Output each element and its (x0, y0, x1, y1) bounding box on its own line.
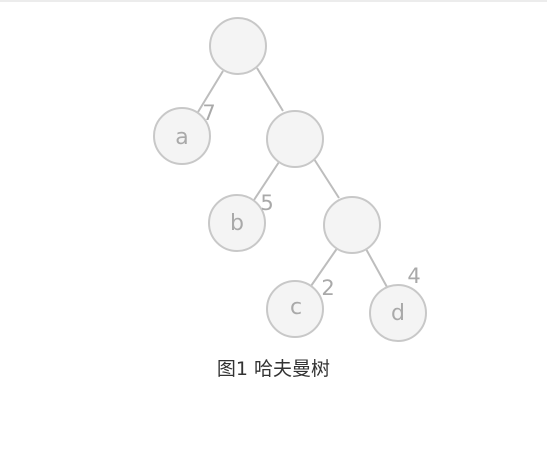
node-label-c: c (290, 295, 302, 320)
edge-internal-2-c (310, 246, 339, 287)
weight-labels: 7 5 2 4 (202, 101, 420, 300)
weight-label-b: 5 (260, 191, 273, 215)
edge-internal-1-internal-2 (313, 158, 340, 199)
leaf-node-b (208, 194, 266, 252)
leaf-node-a (153, 107, 211, 165)
node-label-a: a (175, 125, 188, 150)
edge-root-a (197, 70, 224, 113)
leaf-node-d (369, 284, 427, 342)
edge-root-internal-1 (256, 67, 284, 112)
tree-edges (197, 67, 388, 288)
top-divider (0, 0, 547, 2)
node-labels: a b c d (175, 125, 405, 326)
huffman-tree-diagram: a b c d 7 5 2 4 (153, 17, 427, 342)
internal-node-2 (323, 196, 381, 254)
node-label-d: d (391, 301, 405, 326)
figure-caption: 图1 哈夫曼树 (216, 358, 331, 380)
weight-label-c: 2 (321, 276, 334, 300)
weight-label-d: 4 (407, 264, 420, 288)
edge-internal-1-b (253, 161, 280, 201)
edge-internal-2-d (365, 248, 388, 288)
leaf-node-c (266, 280, 324, 338)
internal-node-1 (266, 110, 324, 168)
node-label-b: b (230, 211, 244, 236)
root-node (209, 17, 267, 75)
tree-nodes (153, 17, 427, 342)
weight-label-a: 7 (202, 101, 215, 125)
